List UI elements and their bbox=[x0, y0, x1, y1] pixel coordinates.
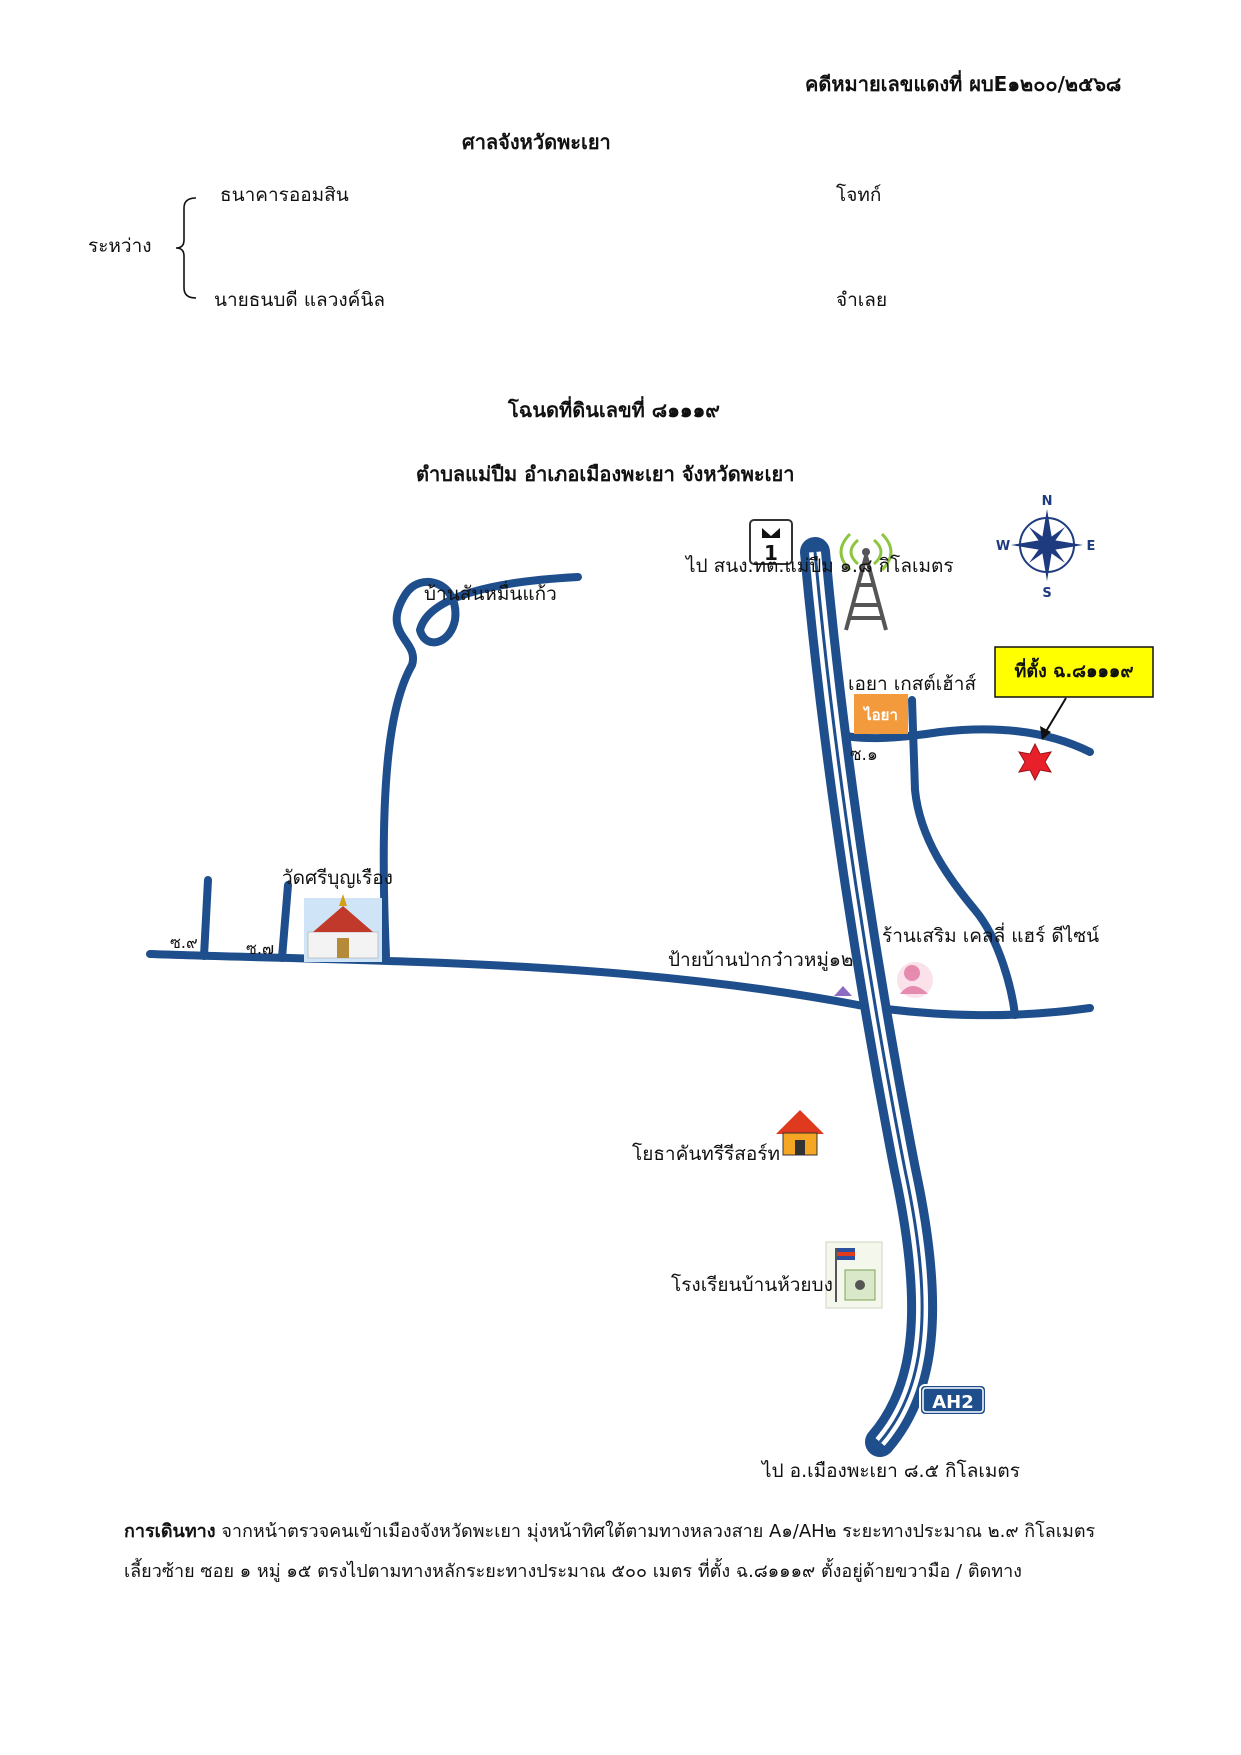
route-ah2-shield: AH2 bbox=[919, 1384, 987, 1416]
school-icon bbox=[825, 1241, 883, 1309]
directions-label: การเดินทาง bbox=[124, 1521, 216, 1542]
directions-line-1: การเดินทาง จากหน้าตรวจคนเข้าเมืองจังหวัด… bbox=[124, 1516, 1095, 1545]
directions-line-2: เลี้ยวซ้าย ซอย ๑ หมู่ ๑๕ ตรงไปตามทางหลัก… bbox=[124, 1561, 1022, 1582]
label-to-north: ไป สนง.ทต.แม่ปืม ๑.๘ กิโลเมตร bbox=[684, 554, 954, 577]
compass-icon: N S E W bbox=[996, 494, 1096, 601]
salon-logo bbox=[897, 962, 933, 998]
label-to-south: ไป อ.เมืองพะเยา ๘.๕ กิโลเมตร bbox=[760, 1459, 1020, 1482]
label-resort: โยธาคันทรีรีสอร์ท bbox=[632, 1142, 780, 1165]
guesthouse-logo: ไอยา bbox=[854, 694, 908, 734]
svg-text:AH2: AH2 bbox=[932, 1392, 974, 1413]
main-east-west-road bbox=[146, 950, 1094, 1020]
label-soi-9: ซ.๙ bbox=[170, 933, 198, 952]
highway-ah2 bbox=[800, 537, 938, 1457]
location-map: 1 AH2 N S E W ไอยา ที่ตั้ง ฉ.๘๑๑๑๙ bbox=[146, 494, 1154, 1482]
temple-icon bbox=[304, 894, 382, 962]
label-school: โรงเรียนบ้านห้วยบง bbox=[671, 1273, 833, 1296]
location-callout: ที่ตั้ง ฉ.๘๑๑๑๙ bbox=[994, 646, 1154, 740]
label-village-north: บ้านสันหมื่นแก้ว bbox=[424, 580, 557, 605]
between-label: ระหว่าง bbox=[88, 235, 152, 257]
soi-1-road bbox=[824, 725, 1094, 756]
resort-house-icon bbox=[776, 1110, 824, 1156]
label-salon: ร้านเสริม เคลลี่ แฮร์ ดีไซน์ bbox=[882, 922, 1099, 947]
label-soi-7: ซ.๗ bbox=[246, 939, 274, 958]
soi-7-road bbox=[278, 881, 292, 962]
svg-text:E: E bbox=[1087, 539, 1096, 554]
court-name: ศาลจังหวัดพะเยา bbox=[462, 130, 611, 154]
roads bbox=[146, 573, 1094, 1020]
label-bus-stop: ป้ายบ้านป่ากว๋าวหมู่๑๒ bbox=[668, 949, 853, 971]
case-number: คดีหมายเลขแดงที่ ผบE๑๒๐๐/๒๕๖๘ bbox=[805, 72, 1122, 96]
radio-tower-icon bbox=[839, 532, 893, 631]
location-title: ตำบลแม่ปืม อำเภอเมืองพะเยา จังหวัดพะเยา bbox=[416, 462, 795, 486]
directions-text-1: จากหน้าตรวจคนเข้าเมืองจังหวัดพะเยา มุ่งห… bbox=[215, 1521, 1096, 1542]
label-guesthouse: เอยา เกสต์เฮ้าส์ bbox=[848, 673, 976, 695]
route-1-shield: 1 bbox=[749, 519, 793, 565]
svg-text:ไอยา: ไอยา bbox=[862, 705, 898, 724]
svg-text:W: W bbox=[996, 539, 1010, 554]
deed-title: โฉนดที่ดินเลขที่ ๘๑๑๑๙ bbox=[508, 398, 720, 422]
soi-9-road bbox=[200, 876, 212, 960]
svg-text:N: N bbox=[1042, 494, 1053, 509]
village-road bbox=[379, 573, 582, 960]
svg-text:ที่ตั้ง ฉ.๘๑๑๑๙: ที่ตั้ง ฉ.๘๑๑๑๙ bbox=[1014, 657, 1133, 682]
defendant-name: นายธนบดี แลวงค์นิล bbox=[214, 289, 385, 311]
defendant-role: จำเลย bbox=[836, 289, 888, 311]
plaintiff-name: ธนาคารออมสิน bbox=[220, 184, 349, 206]
plaintiff-role: โจทก์ bbox=[836, 184, 882, 206]
label-soi-1: ซ.๑ bbox=[850, 745, 878, 765]
branch-road bbox=[908, 696, 1019, 1019]
party-brace bbox=[176, 197, 197, 299]
svg-text:S: S bbox=[1042, 586, 1051, 601]
location-star-marker bbox=[1018, 742, 1052, 782]
svg-text:1: 1 bbox=[764, 541, 778, 565]
bus-stop-icon bbox=[834, 986, 852, 996]
label-temple: วัดศรีบุญเรือง bbox=[282, 867, 393, 890]
